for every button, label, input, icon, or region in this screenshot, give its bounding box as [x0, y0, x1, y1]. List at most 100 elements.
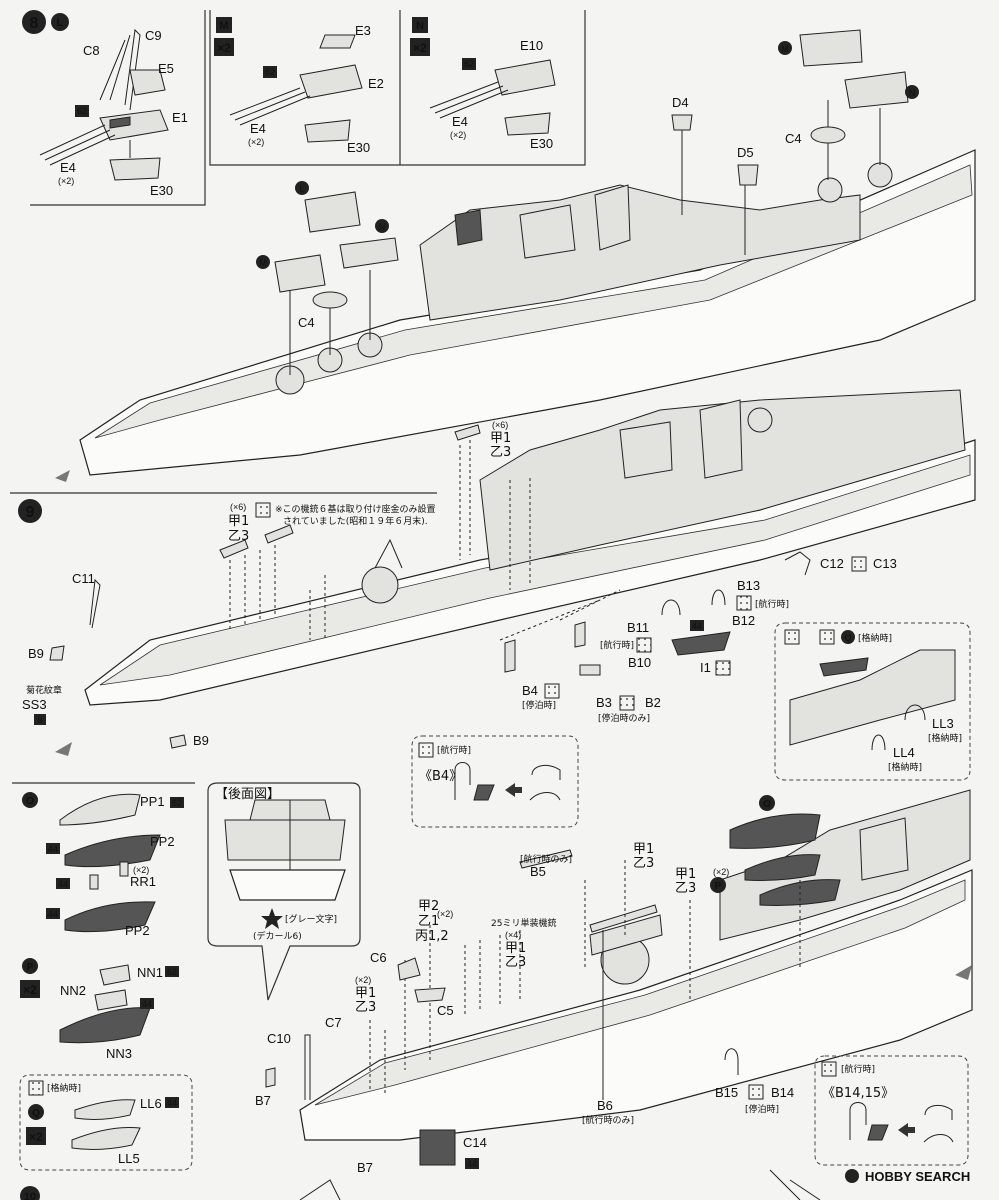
c14-label: C14	[463, 1135, 487, 1150]
num44c-label: 44	[48, 909, 58, 919]
step8-mn-frame	[209, 10, 586, 166]
watermark-label: HOBBY SEARCH	[865, 1169, 970, 1184]
b13-caption-label: [航行時]	[755, 598, 789, 610]
pp1-label: PP1	[140, 794, 165, 809]
step10-number-label: 10	[24, 1191, 36, 1200]
x4-label: (×4)	[505, 930, 521, 940]
cap1-label: [格納時]	[928, 732, 962, 744]
panel-M: M ×2 62	[214, 17, 363, 143]
i1-label: I1	[700, 660, 711, 675]
e4x2-label: (×2)	[58, 176, 74, 186]
b7b-label: B7	[357, 1160, 373, 1175]
hei12-label: 丙1,2	[415, 929, 449, 944]
b9a-label: B9	[28, 646, 44, 661]
e10-label: E10	[520, 38, 543, 53]
num44a-label: 44	[48, 844, 58, 854]
note-x6-label: (×6)	[230, 502, 246, 512]
note-text-1-label: ※この機銃６基は取り付け座金のみ設置	[275, 503, 436, 515]
b10-label: B10	[628, 655, 651, 670]
tag-O-label: O	[763, 799, 771, 810]
cap2-label: [格納時]	[888, 761, 922, 773]
title-label: 【後面図】	[215, 787, 280, 802]
num62-label: 62	[167, 967, 177, 977]
c9-label: C9	[145, 28, 162, 43]
ss3-label: SS3	[22, 697, 47, 712]
tag-N-label: N	[379, 222, 386, 232]
lower-ship-hull	[299, 789, 973, 1166]
step10-peek: 10	[20, 1169, 821, 1200]
c13-label: C13	[873, 556, 897, 571]
e4-label: E4	[452, 114, 468, 129]
e4-label: E4	[60, 160, 76, 175]
b5-label: B5	[530, 864, 546, 879]
middle-ship-hull	[55, 389, 976, 756]
watermark: HOBBY SEARCH	[845, 1169, 970, 1184]
e30-label: E30	[530, 136, 553, 151]
c5-label: C5	[437, 1003, 454, 1018]
b4-caption-label: [停泊時]	[522, 699, 556, 711]
decal-label: (デカール6)	[253, 930, 302, 942]
tag-L-label: L	[299, 184, 304, 194]
b5-caption-label: [航行時のみ]	[520, 853, 572, 865]
tag-label: O	[26, 796, 34, 807]
num9-label: 9	[37, 715, 42, 725]
nn2-label: NN2	[60, 983, 86, 998]
kou1d-label: 甲1	[355, 986, 376, 1001]
b9b-label: B9	[193, 733, 209, 748]
note-kou1-label: 甲1	[228, 514, 249, 529]
c11-label: C11	[72, 571, 95, 586]
kou1c-label: 甲1	[505, 941, 526, 956]
b6-label: B6	[597, 1098, 613, 1113]
ll4-label: LL4	[893, 745, 915, 760]
mg-caption-label: 25ミリ単装機銃	[491, 917, 556, 929]
num44-label: 44	[167, 1098, 177, 1108]
inset-stowed: Q	[774, 622, 971, 781]
c10-label: C10	[267, 1031, 291, 1046]
tag-label: M	[219, 20, 228, 32]
nn1-label: NN1	[137, 965, 163, 980]
pp2a-label: PP2	[150, 834, 175, 849]
kou2-label: 甲2	[418, 899, 439, 914]
caption-label: [格納時]	[858, 632, 892, 644]
b11-label: B11	[627, 620, 649, 635]
tag-P-label: P	[715, 881, 722, 892]
num62-label: 62	[464, 59, 474, 69]
e1-label: E1	[172, 110, 188, 125]
otsu3-label: 乙3	[490, 445, 511, 460]
c7-label: C7	[325, 1015, 342, 1030]
step8-left-frame	[30, 10, 206, 206]
kou1-label: 甲1	[490, 431, 511, 446]
label-label: 《B14,15》	[822, 1086, 894, 1101]
inset-b4-underway	[411, 735, 579, 828]
d5-label: D5	[737, 145, 754, 160]
kou1b-label: 甲1	[675, 867, 696, 882]
pp2b-label: PP2	[125, 923, 150, 938]
ll5-label: LL5	[118, 1151, 140, 1166]
rr1x2-label: (×2)	[133, 865, 149, 875]
panel-O: O	[22, 792, 184, 933]
num62-label: 62	[172, 798, 182, 808]
turret-L-assembly	[39, 28, 169, 181]
tag-N2-label: N	[909, 88, 916, 98]
tag-label: Q	[32, 1108, 40, 1119]
number-label: 9	[26, 504, 35, 521]
lower-floating-boats	[519, 813, 841, 933]
num44-label: 44	[467, 1159, 477, 1169]
x2b-label: (×2)	[355, 975, 371, 985]
number-label: 8	[30, 15, 39, 32]
step9-header: 9	[18, 499, 42, 523]
c4b-label: C4	[298, 315, 315, 330]
mult-label: ×2	[217, 41, 231, 55]
e5-label: E5	[158, 61, 174, 76]
ll3-label: LL3	[932, 716, 954, 731]
kou1a-label: 甲1	[633, 842, 654, 857]
step8-header: 8 L	[22, 10, 69, 34]
num44-label: 44	[142, 999, 152, 1009]
tag-label: Q	[844, 633, 851, 643]
b6-caption-label: [航行時のみ]	[582, 1114, 634, 1126]
rr1-label: RR1	[130, 874, 156, 889]
num44-label: 44	[692, 621, 702, 631]
tag-label: N	[416, 20, 424, 32]
middle-aa-guns	[219, 424, 621, 641]
